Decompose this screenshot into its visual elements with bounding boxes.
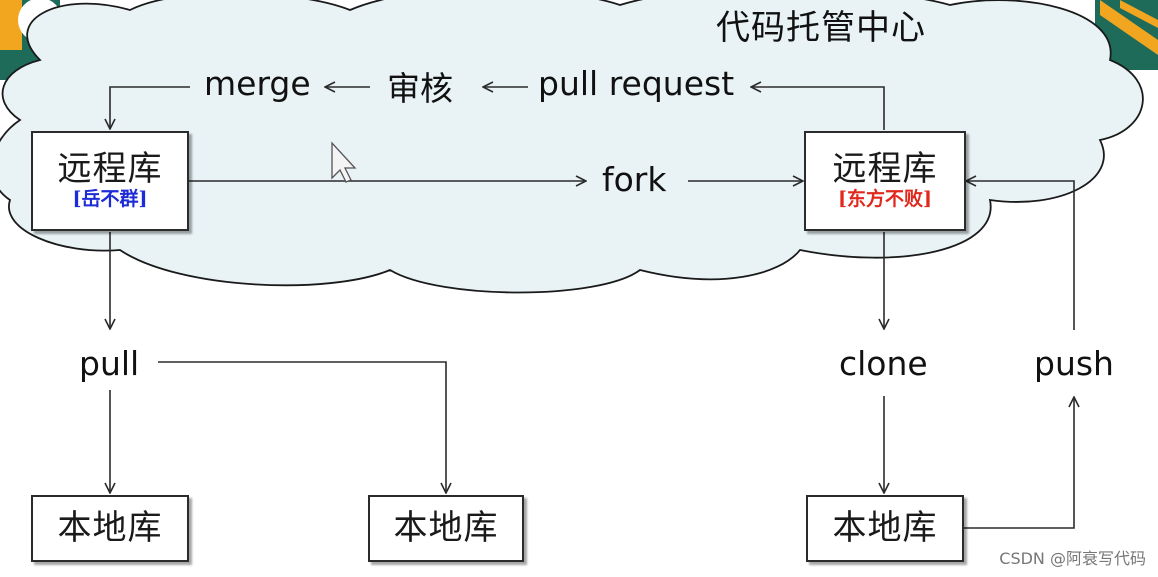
arrow-local-3-to-push <box>964 398 1074 529</box>
pull-request-label: pull request <box>538 64 735 103</box>
decorative-corner-right <box>1095 0 1158 70</box>
local-repo-2: 本地库 <box>368 495 524 562</box>
remote-repo-right-name: 远程库 <box>832 148 938 189</box>
review-label: 审核 <box>387 69 453 108</box>
arrow-push-to-right-remote <box>967 181 1075 330</box>
remote-repo-left-name: 远程库 <box>57 148 163 189</box>
connectors <box>110 86 1075 529</box>
pull-label: pull <box>79 344 140 383</box>
merge-label: merge <box>204 64 311 103</box>
cloud-title: 代码托管中心 <box>716 8 926 48</box>
local-repo-3: 本地库 <box>806 495 964 562</box>
remote-repo-right: 远程库 [东方不败] <box>804 131 966 231</box>
mouse-cursor-icon <box>331 141 357 183</box>
remote-repo-left-owner: [岳不群] <box>72 188 148 211</box>
arrow-merge-to-left-remote <box>110 86 190 128</box>
local-repo-1: 本地库 <box>31 495 189 562</box>
arrow-pull-to-local-2 <box>158 361 446 492</box>
push-label: push <box>1034 344 1114 383</box>
local-repo-3-name: 本地库 <box>832 507 938 548</box>
fork-label: fork <box>602 160 667 199</box>
arrow-right-remote-to-pull-request <box>752 87 885 130</box>
remote-repo-left: 远程库 [岳不群] <box>31 131 189 231</box>
clone-label: clone <box>839 344 928 383</box>
local-repo-2-name: 本地库 <box>393 507 499 548</box>
watermark: CSDN @阿衰写代码 <box>999 549 1146 568</box>
remote-repo-right-owner: [东方不败] <box>838 188 932 211</box>
local-repo-1-name: 本地库 <box>57 507 163 548</box>
